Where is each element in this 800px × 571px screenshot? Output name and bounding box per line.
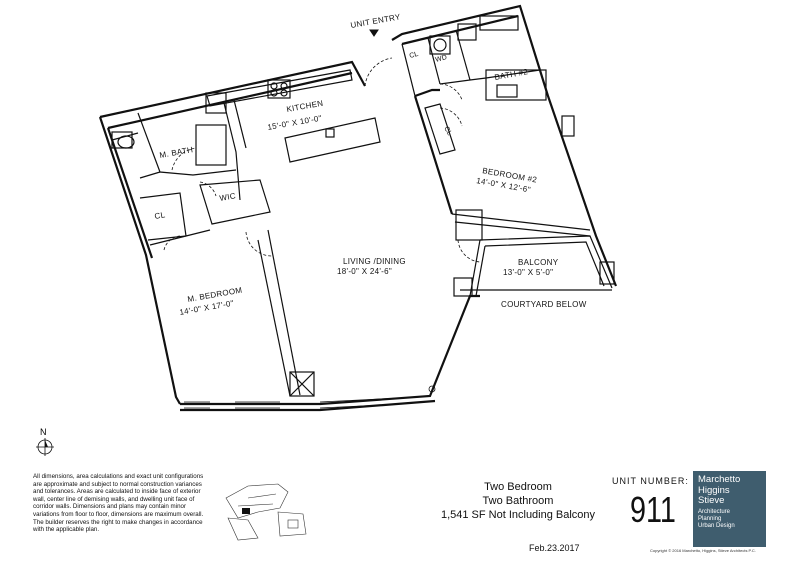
label-cl-entry: CL bbox=[409, 51, 420, 60]
copyright-text: Copyright © 2016 Marchetto, Higgins, Sti… bbox=[650, 548, 756, 553]
logo-name-2: Higgins bbox=[698, 484, 730, 496]
label-unit-entry: UNIT ENTRY bbox=[350, 12, 402, 30]
door-swings bbox=[163, 57, 481, 263]
label-kitchen: KITCHEN bbox=[286, 99, 324, 114]
logo-discipline-2: Planning bbox=[698, 515, 722, 522]
label-cl-bed2: CL bbox=[442, 126, 453, 137]
entry-arrow bbox=[369, 29, 379, 37]
north-label: N bbox=[40, 427, 47, 437]
logo-name-3: Stieve bbox=[698, 495, 725, 506]
dims-living: 18'-0" X 24'-6" bbox=[337, 267, 392, 276]
label-wd: WD bbox=[435, 54, 448, 64]
summary-bathrooms: Two Bathroom bbox=[482, 495, 554, 507]
unit-summary: Two Bedroom Two Bathroom 1,541 SF Not In… bbox=[418, 480, 618, 522]
logo-name-1: Marchetto bbox=[698, 474, 741, 485]
summary-area: 1,541 SF Not Including Balcony bbox=[440, 509, 596, 521]
label-courtyard: COURTYARD BELOW bbox=[501, 300, 587, 309]
north-arrow-icon: N bbox=[36, 427, 54, 456]
exterior-walls bbox=[98, 4, 618, 412]
disclaimer-notes: All dimensions, area calculations and ex… bbox=[33, 473, 204, 534]
dims-kitchen: 15'-0" X 10'-0" bbox=[267, 114, 323, 132]
windows bbox=[184, 385, 436, 409]
logo-discipline-3: Urban Design bbox=[698, 522, 735, 529]
unit-number-label: UNIT NUMBER: bbox=[612, 476, 689, 486]
label-balcony: BALCONY bbox=[518, 258, 559, 267]
summary-bedrooms: Two Bedroom bbox=[484, 481, 552, 493]
label-m-bath: M. BATH bbox=[159, 145, 194, 160]
site-key-plan bbox=[225, 483, 307, 541]
logo-discipline-1: Architecture bbox=[698, 508, 731, 515]
label-wic: WIC bbox=[219, 191, 237, 203]
label-cl-master: CL bbox=[154, 210, 166, 221]
label-living: LIVING /DINING bbox=[343, 257, 406, 266]
unit-number: 911 bbox=[630, 489, 676, 530]
architect-logo: Marchetto Higgins Stieve Architecture Pl… bbox=[693, 471, 766, 547]
dims-balcony: 13'-0" X 5'-0" bbox=[503, 268, 553, 277]
label-bath2: BATH #2 bbox=[494, 67, 529, 82]
plan-date: Feb.23.2017 bbox=[529, 543, 580, 553]
interior-walls bbox=[111, 15, 615, 397]
